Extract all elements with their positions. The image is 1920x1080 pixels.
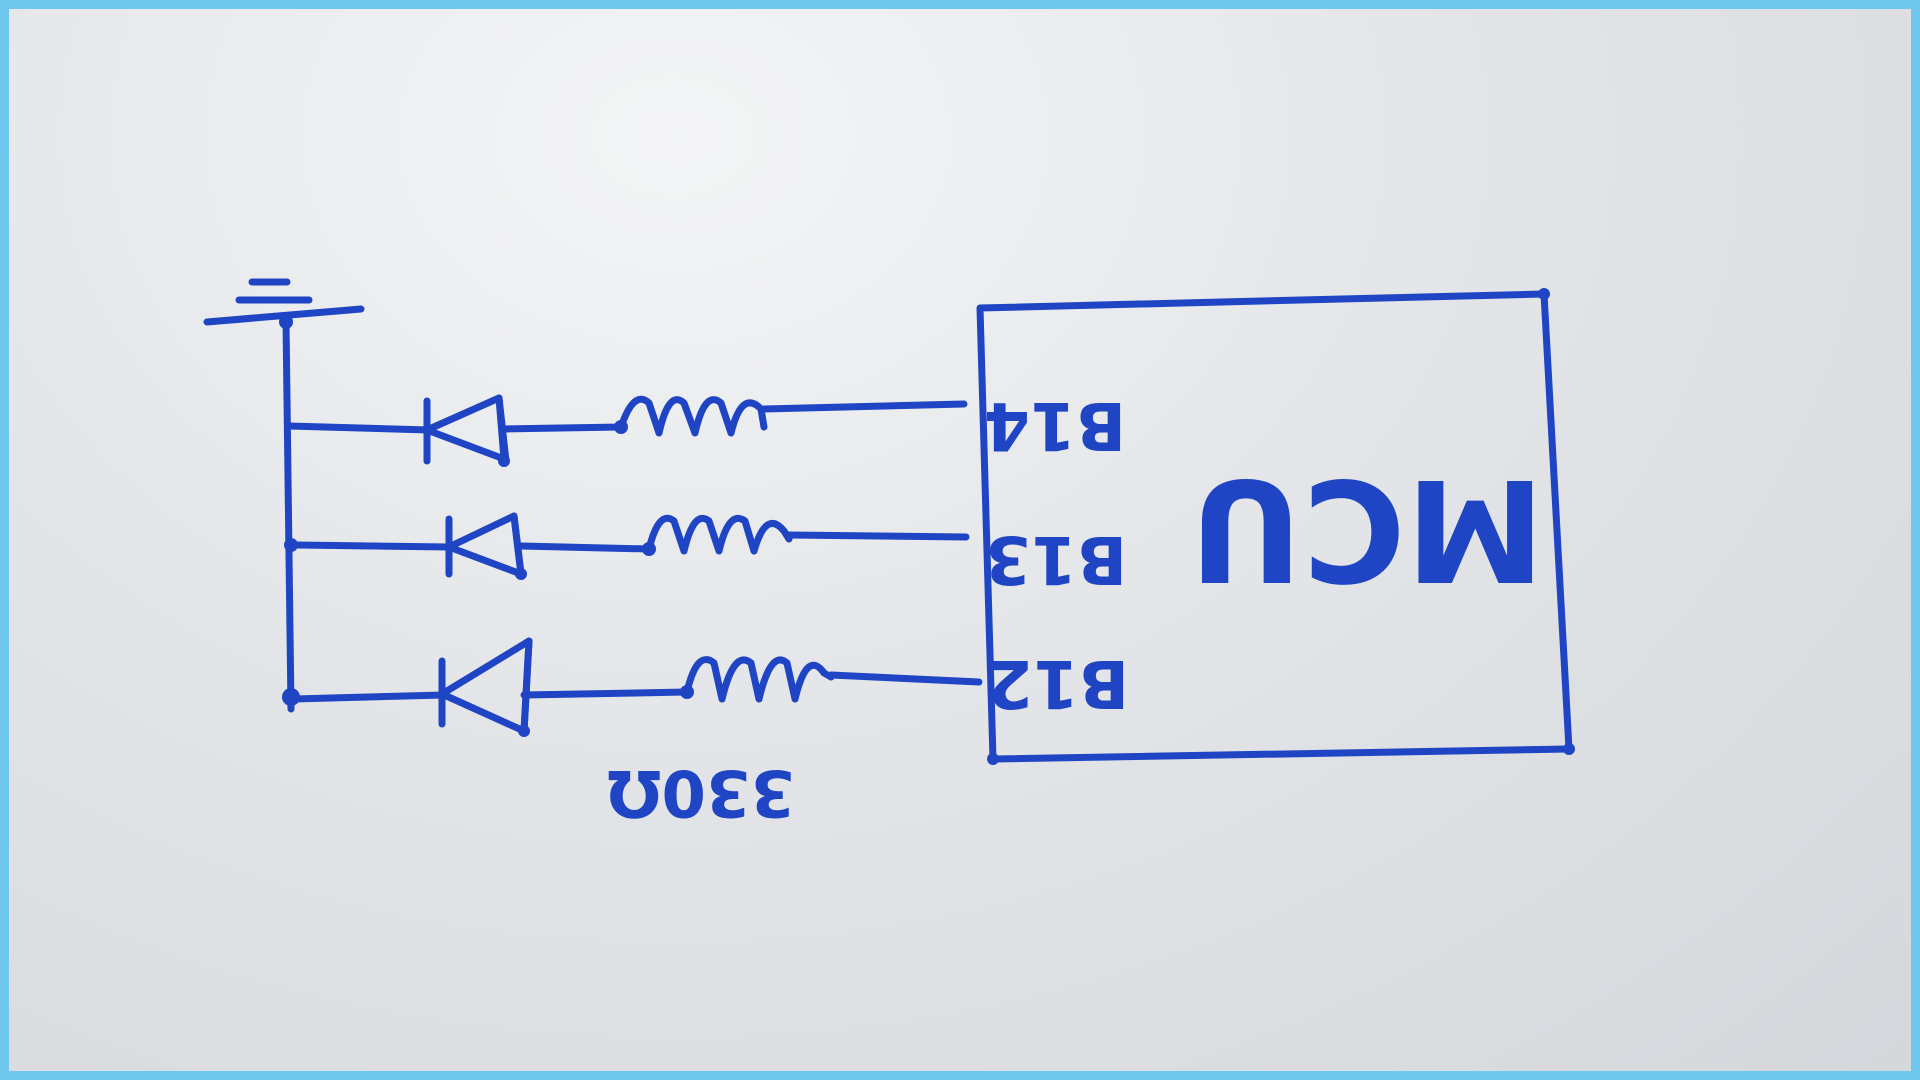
- wire: [285, 422, 433, 434]
- resistor-value-label: 330Ω: [607, 755, 795, 829]
- pin-label-b12: B12: [987, 645, 1129, 722]
- resistor-icon: [645, 514, 793, 555]
- wire: [827, 671, 983, 686]
- led-diode-icon: [445, 512, 525, 578]
- mcu-label: MCU: [1189, 447, 1545, 610]
- led-row-b14: [285, 394, 968, 465]
- whiteboard: MCU B14 B13 B12 330Ω: [9, 9, 1911, 1071]
- led-diode-icon: [423, 394, 510, 465]
- schematic-drawing: MCU B14 B13 B12 330Ω: [203, 278, 1575, 829]
- wire: [293, 541, 453, 551]
- wire: [785, 531, 970, 541]
- wire: [760, 400, 968, 413]
- wire: [517, 542, 653, 553]
- wire: [520, 688, 691, 699]
- pin-label-b13: B13: [985, 521, 1127, 598]
- common-rail-wire: [282, 318, 295, 713]
- led-diode-icon: [438, 637, 533, 735]
- resistor-icon: [683, 656, 835, 703]
- wire: [290, 691, 448, 703]
- led-row-b12: [290, 637, 983, 735]
- pin-label-b14: B14: [984, 387, 1126, 464]
- led-row-b13: [293, 512, 970, 578]
- wire: [500, 423, 625, 433]
- resistor-icon: [617, 395, 768, 437]
